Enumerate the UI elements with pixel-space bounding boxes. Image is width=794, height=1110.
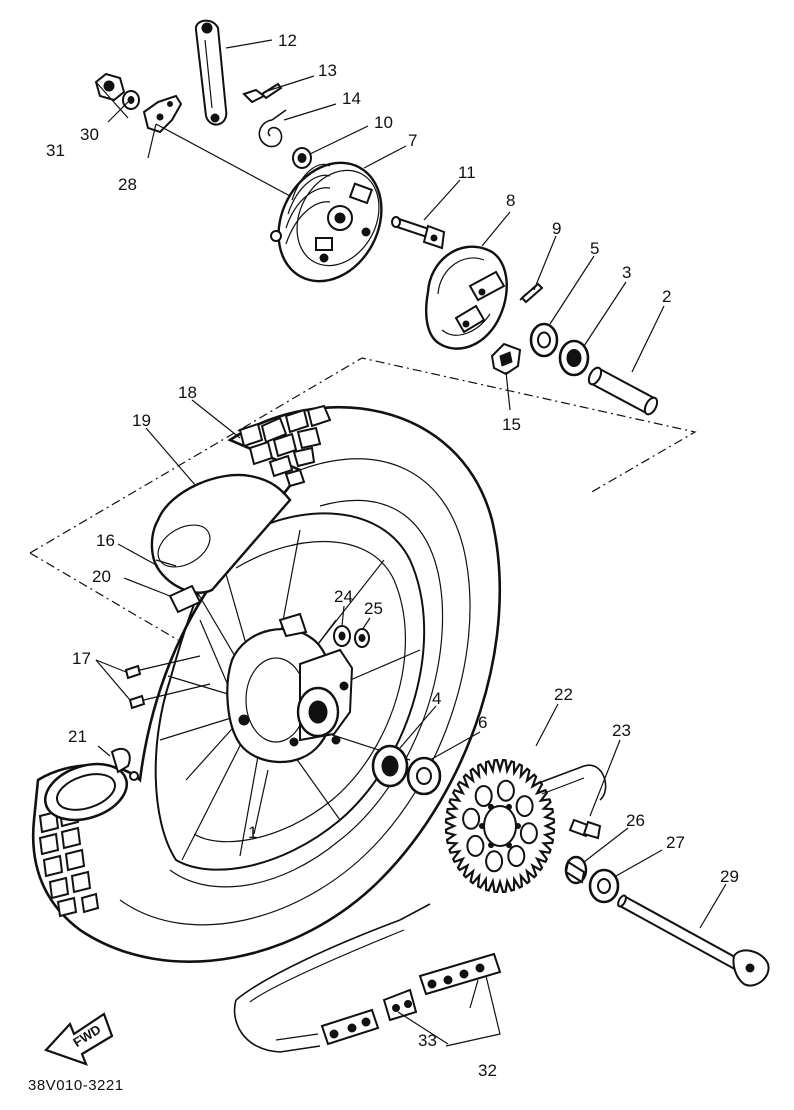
bolts-17 — [124, 655, 211, 710]
sprocket-bolt-hole — [488, 803, 494, 810]
callout-33: 33 — [418, 1031, 437, 1050]
callout-6: 6 — [478, 713, 487, 732]
sprocket-center-bore — [483, 805, 517, 847]
adjust-plate-28 — [142, 94, 183, 134]
washer-25 — [354, 628, 370, 648]
callout-18: 18 — [178, 383, 197, 402]
callout-labels: 12 13 14 10 7 11 8 9 5 3 2 15 31 30 28 1… — [46, 31, 739, 1080]
tread-top — [238, 404, 332, 488]
callout-8: 8 — [506, 191, 515, 210]
drawing-code: 38V010-3221 — [28, 1077, 124, 1094]
callout-32: 32 — [478, 1061, 497, 1080]
axle-29 — [617, 894, 770, 987]
spring-14 — [258, 109, 287, 148]
callout-10: 10 — [374, 113, 393, 132]
torque-link-12 — [194, 19, 228, 126]
master-link-33 — [382, 988, 418, 1022]
leader-lines — [95, 39, 727, 1047]
rear-wheel-group — [31, 404, 502, 963]
callout-27: 27 — [666, 833, 685, 852]
sprocket-lightening-hole — [474, 785, 493, 807]
callout-29: 29 — [720, 867, 739, 886]
drive-chain — [233, 764, 607, 1053]
block-20 — [168, 584, 202, 614]
sprocket-bolt-hole — [506, 803, 512, 810]
hub-1 — [226, 612, 354, 764]
collar-26 — [564, 855, 588, 885]
seal-27 — [588, 868, 620, 904]
callout-23: 23 — [612, 721, 631, 740]
callout-14: 14 — [342, 89, 361, 108]
callout-24: 24 — [334, 587, 353, 606]
spacer-2 — [587, 366, 659, 416]
axle-nut-31 — [94, 72, 126, 102]
seal-6 — [406, 756, 442, 796]
seal-5 — [529, 322, 559, 358]
camshaft-11 — [391, 216, 446, 250]
callout-2: 2 — [662, 287, 671, 306]
bolt-13 — [242, 82, 283, 104]
callout-19: 19 — [132, 411, 151, 430]
callout-12: 12 — [278, 31, 297, 50]
sprocket-bolt-hole — [515, 823, 521, 829]
callout-1: 1 — [248, 823, 257, 842]
brake-parts-group — [94, 19, 659, 416]
callout-7: 7 — [408, 131, 417, 150]
sprocket-lightening-hole — [466, 834, 485, 857]
bolt-23 — [568, 818, 602, 840]
sprocket-lightening-hole — [462, 807, 481, 830]
sprocket-bolt-hole — [479, 823, 485, 829]
bearing-4 — [371, 744, 409, 788]
sprocket-lightening-hole — [507, 845, 526, 867]
collar-24 — [333, 625, 351, 647]
callout-4: 4 — [432, 689, 441, 708]
pin-9 — [519, 282, 544, 304]
callout-30: 30 — [80, 125, 99, 144]
callout-28: 28 — [118, 175, 137, 194]
forward-direction-arrow: FWD — [44, 1012, 114, 1066]
sprocket-lightening-hole — [519, 822, 538, 845]
callout-21: 21 — [68, 727, 87, 746]
callout-16: 16 — [96, 531, 115, 550]
callout-13: 13 — [318, 61, 337, 80]
callout-22: 22 — [554, 685, 573, 704]
brake-shoe-plate-7 — [270, 161, 383, 283]
sprocket-lightening-hole — [496, 779, 515, 802]
collar-10 — [292, 147, 312, 169]
chain-guard-19 — [150, 473, 292, 594]
callout-9: 9 — [552, 219, 561, 238]
callout-5: 5 — [590, 239, 599, 258]
callout-15: 15 — [502, 415, 521, 434]
callout-20: 20 — [92, 567, 111, 586]
brake-shoe-8 — [425, 245, 508, 350]
callout-31: 31 — [46, 141, 65, 160]
callout-26: 26 — [626, 811, 645, 830]
callout-17: 17 — [72, 649, 91, 668]
bearing-3 — [558, 339, 590, 377]
sprocket-22 — [444, 758, 556, 894]
sprocket-lightening-hole — [485, 850, 504, 873]
clamp-21 — [43, 747, 139, 822]
chain-links-32 — [320, 952, 502, 1046]
callout-11: 11 — [458, 163, 476, 182]
callout-25: 25 — [364, 599, 383, 618]
sprocket-lightening-hole — [515, 795, 534, 818]
clip-15 — [490, 342, 522, 376]
sprocket-bolt-hole — [488, 842, 494, 849]
sprocket-bolt-hole — [506, 842, 512, 849]
washer-30 — [122, 90, 140, 110]
callout-3: 3 — [622, 263, 631, 282]
